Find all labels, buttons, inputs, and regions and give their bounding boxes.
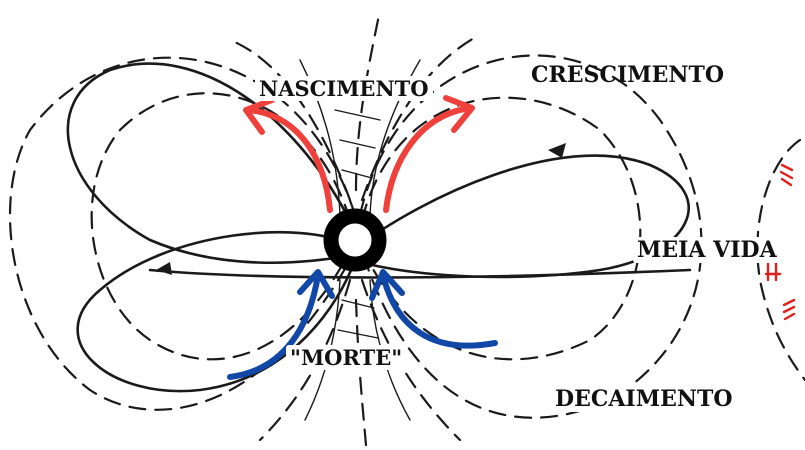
- dashed-bottom-fan-3: [356, 300, 366, 445]
- label-meia-vida: MEIA VIDA: [633, 237, 781, 263]
- dashed-top-fan-1: [230, 40, 350, 200]
- label-decaimento: DECAIMENTO: [551, 386, 736, 412]
- center-ring: [331, 216, 379, 264]
- arrowhead-right-upper: [548, 143, 566, 158]
- funnel-hatch-4: [342, 300, 374, 308]
- label-morte: "MORTE": [286, 345, 406, 370]
- funnel-hatch-2: [340, 140, 375, 148]
- edge-mark-bottom: [784, 300, 794, 319]
- edge-mark-middle: [766, 262, 780, 280]
- edge-mark-top: [781, 165, 792, 185]
- arrowhead-left: [156, 262, 172, 275]
- label-nascimento: NASCIMENTO: [255, 76, 433, 101]
- funnel-hatch-1: [335, 110, 380, 120]
- label-crescimento: CRESCIMENTO: [531, 64, 724, 86]
